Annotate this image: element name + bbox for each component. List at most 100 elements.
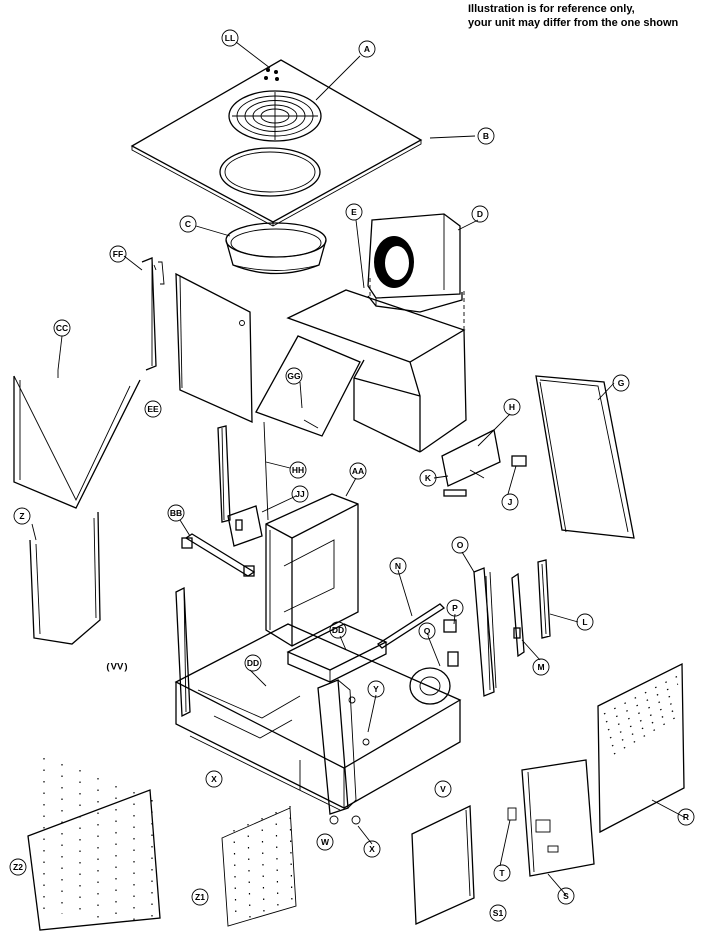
callout-H: H [503, 398, 521, 416]
callout-FF: FF [109, 245, 127, 263]
callout-BB: BB [167, 504, 185, 522]
callout-J: J [501, 493, 519, 511]
callout-H-label: H [509, 402, 515, 412]
blower-deck [286, 276, 467, 453]
mounting-bracket [227, 505, 263, 547]
callout-C-label: C [185, 219, 191, 229]
top-panel [130, 59, 423, 227]
callout-C: C [179, 215, 197, 233]
callout-HH-label: HH [292, 465, 304, 475]
callout-GG-label: GG [287, 371, 301, 381]
callout-Z1: Z1 [191, 888, 209, 906]
callout-T: T [493, 864, 511, 882]
fan-motor [409, 619, 459, 705]
reference-disclaimer: Illustration is for reference only, your… [468, 2, 700, 30]
vertical-post [217, 421, 269, 523]
callout-N: N [389, 557, 407, 575]
callout-E-label: E [351, 207, 357, 217]
callout-P: P [446, 599, 464, 617]
callout-T-label: T [499, 868, 505, 878]
cabinet [265, 493, 359, 647]
top-ring-gasket [219, 147, 321, 197]
control-bracket [441, 429, 527, 497]
callout-DD-right-label: DD [332, 625, 344, 635]
callout-X-bottom: X [363, 840, 381, 858]
callout-A-label: A [364, 44, 370, 54]
corner-post [141, 257, 165, 371]
callout-B: B [477, 127, 495, 145]
callout-S1: S1 [489, 904, 507, 922]
callout-D-label: D [477, 209, 483, 219]
callout-Z1-label: Z1 [195, 892, 205, 902]
divider-panel [255, 335, 361, 437]
orifice-ring [225, 222, 327, 275]
callout-B-label: B [483, 131, 489, 141]
callout-DD-left: DD [244, 654, 262, 672]
control-panel [507, 759, 595, 877]
center-column [317, 679, 370, 825]
callout-K-label: K [425, 473, 432, 483]
callout-EE-label: EE [147, 404, 159, 414]
disclaimer-line-1: Illustration is for reference only, [468, 3, 635, 15]
callout-O-label: O [457, 540, 464, 550]
callout-EE: EE [144, 400, 162, 418]
coil-guard-grille-left [27, 758, 161, 931]
callout-A: A [358, 40, 376, 58]
callout-DD-right: DD [329, 621, 347, 639]
callout-V-label: V [440, 784, 446, 794]
support-rod [376, 603, 446, 649]
callout-R: R [677, 808, 695, 826]
louvered-panel [597, 662, 685, 834]
side-panel-left [29, 511, 101, 645]
callout-BB-label: BB [170, 508, 182, 518]
right-post [473, 567, 497, 697]
callout-JJ: JJ [291, 485, 309, 503]
callout-S: S [557, 887, 575, 905]
callout-X-left-label: X [211, 774, 217, 784]
callout-R-label: R [683, 812, 689, 822]
callout-VV-close-paren: ) [124, 662, 127, 673]
coil-guard-grille-right [221, 805, 297, 927]
compressor-cover [286, 623, 388, 683]
callout-W: W [316, 833, 334, 851]
callout-M-label: M [537, 662, 544, 672]
callout-S1-label: S1 [493, 908, 504, 918]
callout-CC-label: CC [56, 323, 68, 333]
access-panel [535, 375, 635, 539]
callout-Z-label: Z [19, 511, 24, 521]
callout-S-label: S [563, 891, 569, 901]
callout-V: V [434, 780, 452, 798]
callout-L: L [576, 613, 594, 631]
callout-E: E [345, 203, 363, 221]
callout-GG: GG [285, 367, 303, 385]
callout-AA-label: AA [352, 466, 364, 476]
callout-VV-open-paren: ( [106, 662, 110, 673]
callout-AA: AA [349, 462, 367, 480]
disclaimer-line-2: your unit may differ from the one shown [468, 17, 679, 29]
callout-D: D [471, 205, 489, 223]
callout-Q-label: Q [424, 626, 431, 636]
callout-VV-label: VV [111, 662, 124, 673]
callout-LL-label: LL [225, 33, 235, 43]
callout-LL: LL [221, 29, 239, 47]
callout-P-label: P [452, 603, 458, 613]
callout-JJ-label: JJ [295, 489, 305, 499]
callout-M: M [532, 658, 550, 676]
callout-Z: Z [13, 507, 31, 525]
rail [181, 533, 256, 577]
coil [13, 370, 141, 509]
callout-VV: ( VV ) [106, 662, 127, 673]
callout-CC: CC [53, 319, 71, 337]
callout-G-label: G [618, 378, 625, 388]
callout-K: K [419, 469, 437, 487]
callout-N-label: N [395, 561, 401, 571]
callout-FF-label: FF [113, 249, 123, 259]
callout-HH: HH [289, 461, 307, 479]
callout-J-label: J [508, 497, 513, 507]
callout-W-label: W [321, 837, 330, 847]
callout-O: O [451, 536, 469, 554]
callout-X-bottom-label: X [369, 844, 375, 854]
callout-G: G [612, 374, 630, 392]
callout-X-left: X [205, 770, 223, 788]
